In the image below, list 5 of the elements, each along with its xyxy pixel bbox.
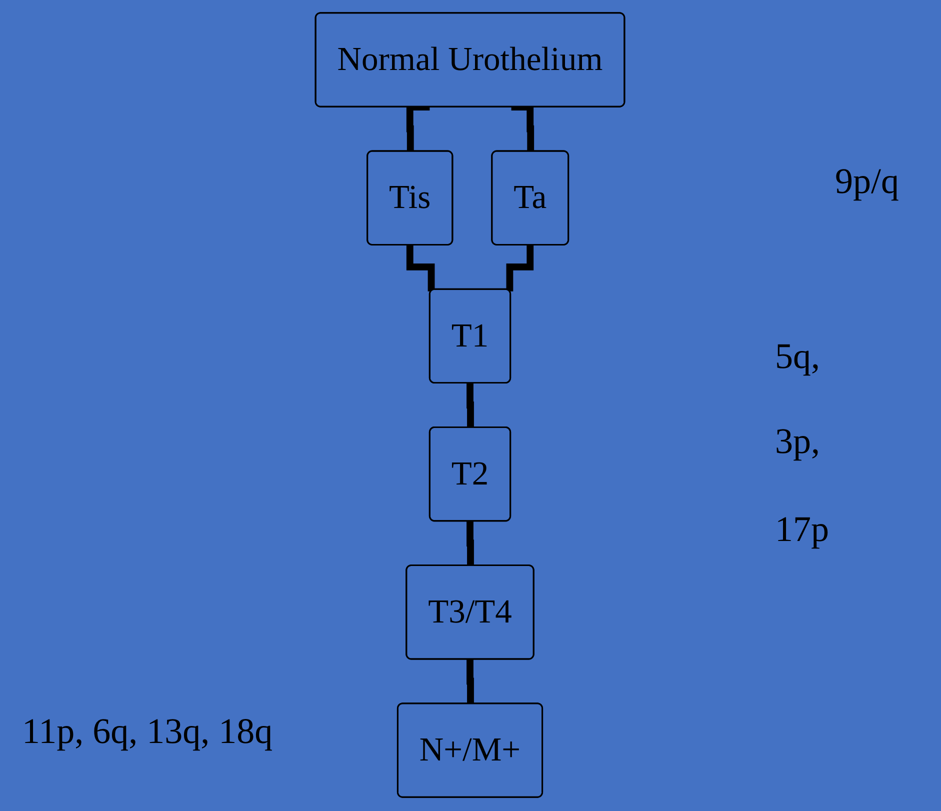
chromosome-label: 11p, 6q, 13q, 18q bbox=[22, 710, 273, 752]
chromosome-label: 17p bbox=[775, 508, 829, 550]
chromosome-label: 5q, bbox=[775, 335, 820, 377]
chromosome-label: 9p/q bbox=[835, 160, 900, 202]
chromosome-label: 3p, bbox=[775, 420, 820, 462]
